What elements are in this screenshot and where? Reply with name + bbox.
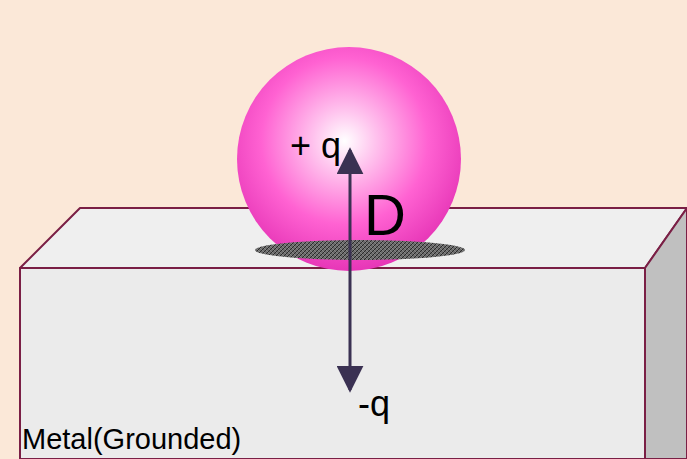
distance-label: D — [364, 186, 406, 244]
sphere-body — [237, 47, 461, 271]
contact-shadow — [255, 240, 465, 260]
metal-block: -qMetal(Grounded) — [20, 208, 687, 459]
front-face — [20, 268, 645, 459]
text-holder: + q — [290, 126, 341, 166]
metal-shape — [20, 208, 687, 459]
label-holder: D — [364, 186, 406, 244]
top-face — [20, 208, 687, 268]
distance-arrow — [349, 150, 352, 390]
text-holder: -q — [358, 384, 390, 424]
sphere-shape — [236, 46, 462, 272]
charge-label: + q — [290, 126, 341, 166]
text-holder: Metal(Grounded) — [22, 424, 241, 456]
charged-sphere: + q — [236, 46, 462, 272]
side-face — [645, 208, 687, 459]
image-charge-label: -q — [358, 384, 390, 424]
material-label: Metal(Grounded) — [22, 424, 241, 456]
